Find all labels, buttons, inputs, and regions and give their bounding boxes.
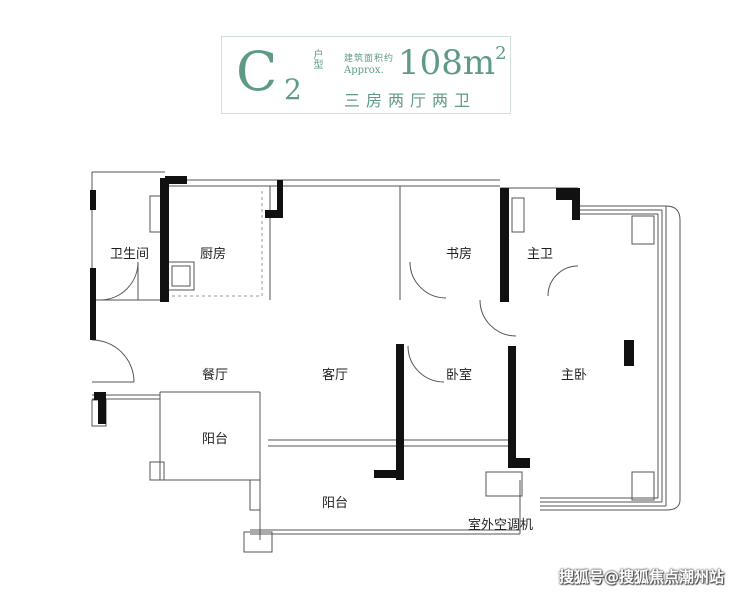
watermark: 搜狐号@搜狐焦点潮州站 (558, 568, 724, 586)
thin-walls (91, 171, 681, 553)
unit-type-letter: C (236, 40, 278, 103)
room-label-ac-unit: 室外空调机 (468, 518, 534, 533)
floorplan-title-box: C 2 户型 建筑面积约 Approx. 108m2 三房两厅两卫 (221, 36, 511, 114)
room-label-kitchen: 厨房 (200, 247, 227, 262)
room-label-master-bath: 主卫 (527, 247, 554, 262)
room-label-balcony-large: 阳台 (322, 496, 349, 511)
area-superscript: 2 (495, 43, 507, 64)
room-label-living: 客厅 (322, 368, 349, 383)
room-label-dining: 餐厅 (202, 368, 229, 383)
room-label-bathroom: 卫生间 (110, 247, 150, 262)
area-value: 108m2 (398, 43, 507, 83)
room-label-bedroom: 卧室 (446, 368, 473, 383)
room-label-master-bedroom: 主卧 (561, 368, 588, 383)
thick-walls (90, 176, 634, 480)
room-label-balcony-small: 阳台 (202, 432, 229, 447)
area-number: 108m (398, 43, 496, 83)
room-label-study: 书房 (446, 247, 473, 262)
unit-type-number: 2 (284, 73, 302, 106)
area-label: 建筑面积约 (344, 54, 395, 64)
area-approx: Approx. (344, 65, 384, 76)
layout-description: 三房两厅两卫 (344, 91, 477, 110)
unit-type-label: 户型 (311, 49, 322, 69)
kitchen-dashed-zone (172, 188, 263, 297)
